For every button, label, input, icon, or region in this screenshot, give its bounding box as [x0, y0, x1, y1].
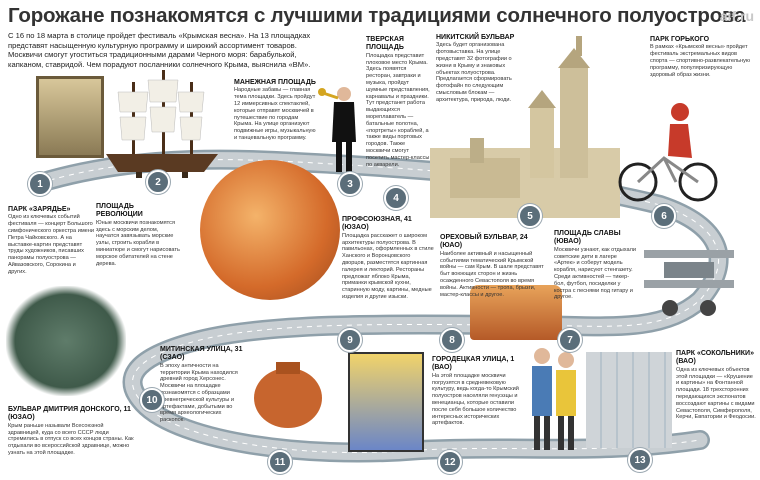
site-text: В эпоху античности на территории Крыма н… — [160, 362, 238, 424]
site-text: Наиболее активный и насыщенный событиями… — [440, 250, 544, 298]
marker-10: 10 — [140, 388, 164, 412]
site-heading: Площадь Славы (ЮВАО) — [554, 230, 621, 246]
site-heading: Городецкая улица, 1 (ВАО) — [432, 356, 515, 372]
site-2: Площадь Революции Юные москвичи познаком… — [96, 203, 180, 267]
site-heading: Площадь Революции — [96, 203, 143, 219]
selfie-couple-illustration — [532, 348, 576, 450]
marker-3: 3 — [338, 172, 362, 196]
marker-8: 8 — [440, 328, 464, 352]
site-heading: Парк «Сокольники» (ВАО) — [676, 350, 754, 366]
watermark: aif.ru — [719, 8, 754, 24]
site-heading: Никитский бульвар — [436, 34, 515, 41]
site-8: Ореховый бульвар, 24 (ЮАО) Наиболее акти… — [440, 234, 548, 298]
site-text: Площадка представит плоховое место Крыма… — [366, 52, 430, 168]
site-text: Москвичи узнают, как отдыхали советские … — [554, 246, 637, 301]
page-title: Горожане познакомятся с лучшими традиция… — [8, 4, 746, 27]
site-10: Бульвар Дмитрия Донского, 11 (ЮЗАО) Крым… — [8, 406, 136, 457]
painting-illustration — [36, 76, 104, 158]
jam-jars-illustration — [470, 285, 562, 340]
site-text: Одна из ключевых объектов этой площадки … — [676, 366, 756, 421]
site-12: Городецкая улица, 1 (ВАО) На этой площад… — [432, 356, 520, 427]
site-4: Тверская площадь Площадка представит пло… — [366, 36, 430, 168]
site-text: В рамках «Крымской весны» пройдет фестив… — [650, 44, 751, 78]
site-7: Площадь Славы (ЮВАО) Москвичи узнают, ка… — [554, 230, 636, 301]
trumpeter-illustration — [318, 87, 356, 172]
amphora-illustration — [254, 362, 322, 428]
biplane-illustration — [644, 250, 734, 316]
sailing-ship-illustration — [106, 70, 218, 178]
marker-1: 1 — [28, 172, 52, 196]
site-heading: Профсоюзная, 41 (ЮЗАО) — [342, 216, 412, 232]
site-13: Парк «Сокольники» (ВАО) Одна из ключевых… — [676, 350, 756, 421]
marker-5: 5 — [518, 204, 542, 228]
site-text: На этой площадке москвичи погрузятся в с… — [432, 372, 519, 427]
site-heading: Бульвар Дмитрия Донского, 11 (ЮЗАО) — [8, 406, 131, 422]
site-heading: Парк «Зарядье» — [8, 206, 71, 213]
site-3: Манежная площадь Народные забавы — главн… — [234, 79, 316, 142]
site-heading: Парк Горького — [650, 36, 710, 43]
site-text: Народные забавы — главная тема площадки.… — [234, 87, 316, 141]
shrimp-illustration — [200, 160, 340, 300]
intro-text: С 16 по 18 марта в столице пройдет фести… — [8, 31, 311, 69]
site-text: Площадка расскажет о широком архитектуры… — [342, 232, 434, 300]
marker-2: 2 — [146, 170, 170, 194]
site-heading: Ореховый бульвар, 24 (ЮАО) — [440, 234, 528, 250]
site-6: Парк Горького В рамках «Крымской весны» … — [650, 36, 752, 78]
site-text: Юные москвичи познакомятся здесь с морск… — [96, 219, 180, 267]
site-text: Одно из ключевых событий фестиваля — кон… — [8, 214, 94, 275]
marker-11: 11 — [268, 450, 292, 474]
marker-6: 6 — [652, 204, 676, 228]
marker-7: 7 — [558, 328, 582, 352]
site-11: Митинская улица, 31 (СЗАО) В эпоху антич… — [160, 346, 244, 424]
site-1: Парк «Зарядье» Одно из ключевых событий … — [8, 206, 94, 276]
marker-4: 4 — [384, 186, 408, 210]
site-heading: Манежная площадь — [234, 79, 316, 86]
marker-12: 12 — [438, 450, 462, 474]
site-9: Профсоюзная, 41 (ЮЗАО) Площадка расскаже… — [342, 216, 434, 301]
cyclist-illustration — [618, 103, 718, 202]
exhibition-panels-illustration — [586, 352, 672, 448]
site-text: Крым раньше называли Всесоюзной здравниц… — [8, 422, 134, 456]
site-heading: Тверская площадь — [366, 36, 404, 52]
juniper-illustration — [6, 286, 126, 396]
site-5: Никитский бульвар Здесь будет организова… — [436, 34, 528, 104]
marker-9: 9 — [338, 328, 362, 352]
site-heading: Митинская улица, 31 (СЗАО) — [160, 346, 243, 362]
tarot-card-illustration — [348, 352, 424, 452]
site-text: Здесь будет организована фотовыставка. Н… — [436, 42, 512, 103]
marker-13: 13 — [628, 448, 652, 472]
